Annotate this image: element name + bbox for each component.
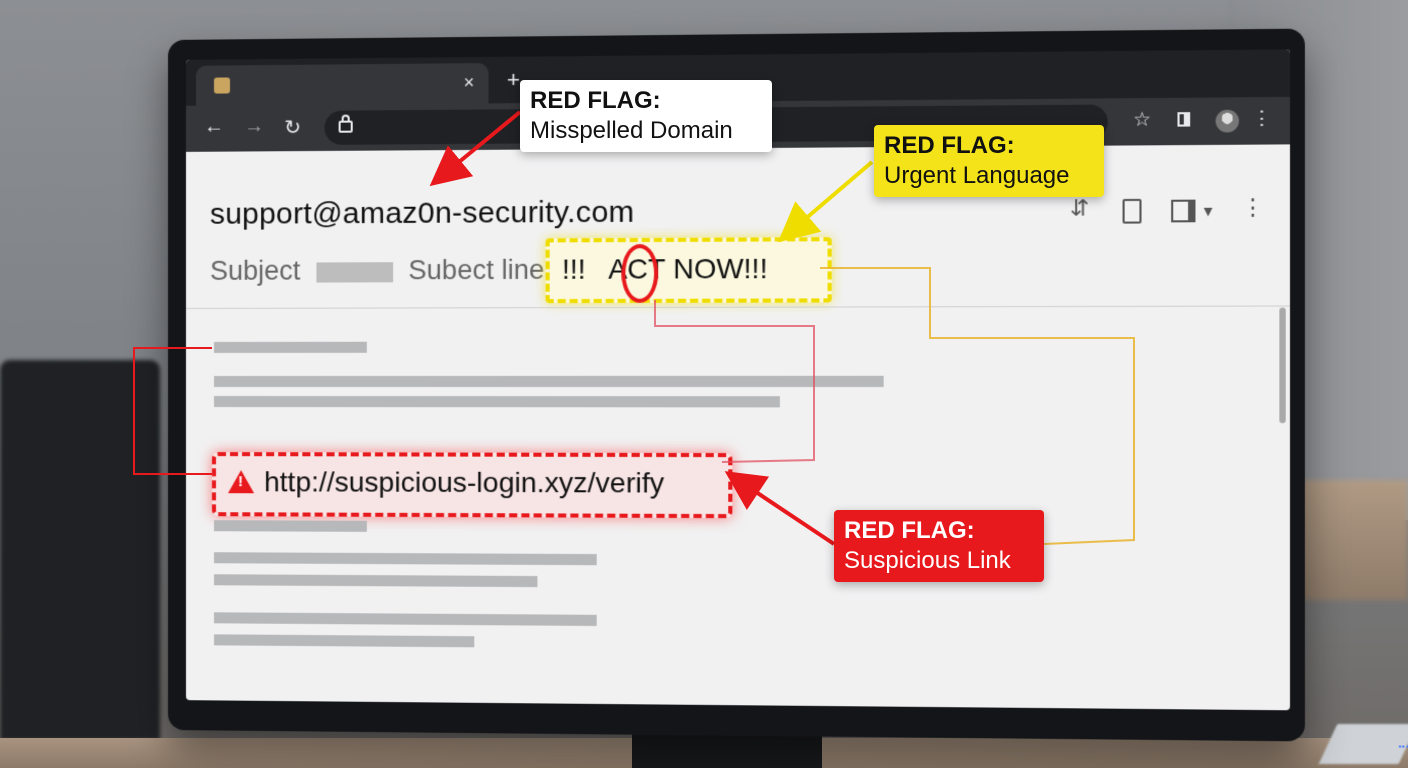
callout-text: Suspicious Link — [844, 547, 1011, 574]
callout-misspelled-domain: RED FLAG: Misspelled Domain — [520, 80, 772, 152]
domain-arrow — [429, 110, 522, 187]
connector-line — [820, 267, 1135, 545]
callout-title: RED FLAG: — [530, 87, 661, 114]
connector-line — [654, 300, 815, 463]
callout-text: Urgent Language — [884, 162, 1070, 189]
callout-title: RED FLAG: — [844, 517, 975, 544]
callout-text: Misspelled Domain — [530, 117, 733, 144]
urgent-arrow — [777, 160, 874, 243]
bracket-line — [133, 347, 212, 475]
callout-urgent-language: RED FLAG: Urgent Language — [874, 125, 1104, 197]
link-arrow — [724, 471, 836, 546]
callout-suspicious-link: RED FLAG: Suspicious Link — [834, 510, 1044, 582]
callout-title: RED FLAG: — [884, 132, 1015, 159]
